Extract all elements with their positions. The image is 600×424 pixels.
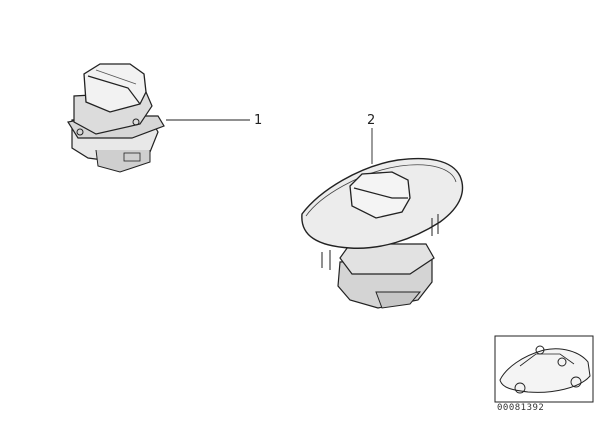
car-location-thumbnail: [494, 335, 594, 403]
switch-part-1[interactable]: [67, 63, 165, 173]
switch-part-2[interactable]: [301, 157, 464, 309]
diagram-part-number: 00081392: [497, 403, 545, 413]
callout-1: 1: [254, 113, 262, 128]
callout-2: 2: [367, 113, 375, 128]
